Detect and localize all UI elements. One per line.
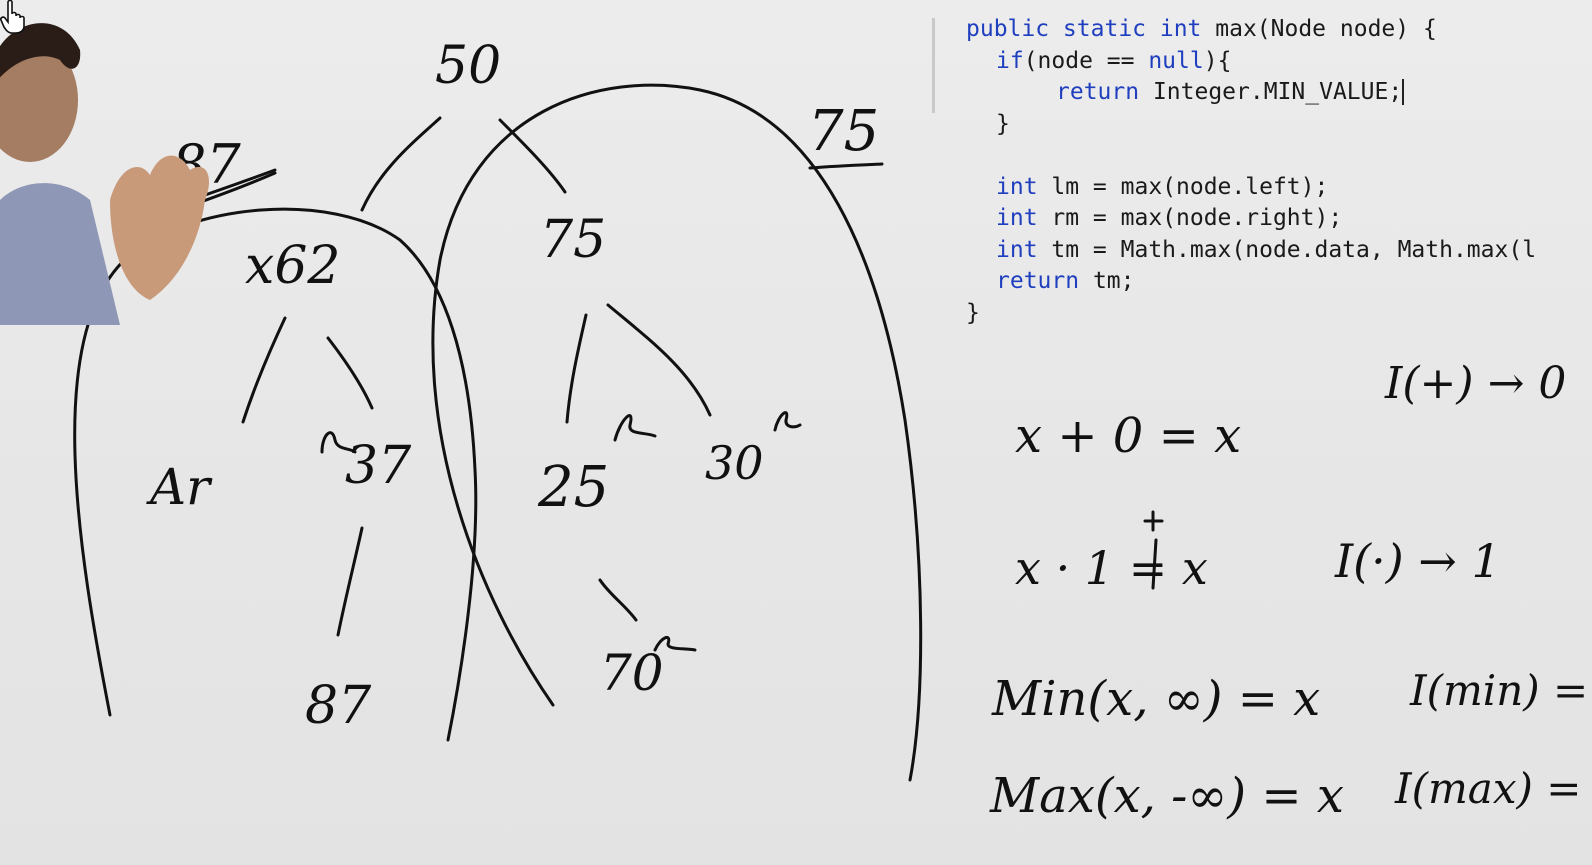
editor-gutter-marker (922, 18, 935, 113)
code-line: return Integer.MIN_VALUE; (966, 77, 1576, 109)
identity-add-note: I(+) → 0 (1385, 358, 1567, 409)
alpha-mark-70 (653, 635, 697, 652)
right-subtree-max-label: 75 (808, 99, 880, 164)
plus-mark (1143, 510, 1164, 532)
tree-right-right-label: 30 (705, 436, 764, 490)
code-text: Integer.MIN_VALUE; (1152, 79, 1405, 105)
code-keyword: return (1056, 79, 1153, 105)
code-text: tm = Math.max(node.data, Math.max(l (1051, 236, 1537, 263)
presenter-face (0, 38, 78, 162)
code-keyword: null (1148, 47, 1204, 74)
code-keyword: int (996, 205, 1052, 231)
code-keyword: return (996, 268, 1093, 294)
tree-70-leaf-label: 70 (600, 644, 664, 702)
tree-left-right-label: 37 (345, 436, 412, 496)
alpha-mark-37 (320, 431, 357, 454)
right-subtree-outline (431, 83, 923, 782)
code-keyword: int (996, 236, 1052, 263)
alpha-mark-30 (773, 411, 802, 432)
code-line (966, 140, 1576, 172)
edge-left-left (241, 316, 287, 424)
edge-left-right (326, 336, 374, 410)
left-subtree-outline (73, 207, 478, 742)
presenter-shirt (0, 183, 120, 325)
edge-37-87 (336, 526, 364, 637)
tree-right-left-label: 25 (538, 455, 610, 520)
presenter-hair (0, 23, 81, 78)
presenter-video (0, 23, 210, 325)
code-line: if(node == null){ (966, 46, 1576, 78)
code-text: } (966, 299, 980, 326)
edge-root-right (498, 118, 567, 194)
tree-left-node-label: x62 (245, 236, 341, 296)
underline-75 (808, 162, 884, 170)
tree-root-label: 50 (435, 36, 502, 96)
edge-right-left (565, 313, 588, 424)
max-rule-note: I(max) = -∞ (1395, 764, 1592, 813)
identity-add-equation: x + 0 = x (1015, 408, 1242, 464)
one-stroke (1151, 538, 1158, 590)
tree-left-left-label: Ar (150, 458, 211, 516)
identity-mul-note: I(·) → 1 (1335, 534, 1501, 588)
code-keyword: int (996, 173, 1052, 200)
code-text: max(Node node) { (1215, 16, 1437, 42)
code-text: ){ (1203, 47, 1232, 74)
code-keyword: if (996, 47, 1024, 74)
max-rule-equation: Max(x, -∞) = x (990, 768, 1344, 824)
code-line: int tm = Math.max(node.data, Math.max(l (966, 235, 1576, 267)
code-editor[interactable]: public static int max(Node node) {if(nod… (966, 14, 1576, 334)
tree-87-leaf-label: 87 (305, 676, 372, 736)
code-text: (node == (1023, 47, 1149, 74)
code-line: public static int max(Node node) { (966, 14, 1576, 46)
code-line: } (966, 109, 1576, 141)
code-text: tm; (1092, 268, 1135, 294)
edge-right-right (606, 303, 712, 417)
edge-root-left (360, 116, 442, 212)
min-rule-note: I(min) = ∞ (1410, 666, 1592, 715)
hand-pointer-icon (0, 0, 25, 34)
code-keyword: public static int (966, 16, 1216, 42)
presenter-hand (110, 155, 210, 300)
code-line: int lm = max(node.left); (966, 172, 1576, 204)
identity-mul-equation: x · 1 = x (1015, 541, 1208, 595)
code-line: } (966, 298, 1576, 330)
code-line: int rm = max(node.right); (966, 203, 1576, 235)
tree-right-node-label: 75 (540, 210, 607, 270)
code-text: rm = max(node.right); (1051, 205, 1343, 231)
min-rule-equation: Min(x, ∞) = x (992, 671, 1321, 727)
alpha-mark-25 (613, 414, 657, 442)
code-line: return tm; (966, 266, 1576, 298)
code-text: lm = max(node.left); (1051, 173, 1329, 200)
edge-25-70 (598, 578, 638, 622)
code-text: } (996, 110, 1010, 137)
